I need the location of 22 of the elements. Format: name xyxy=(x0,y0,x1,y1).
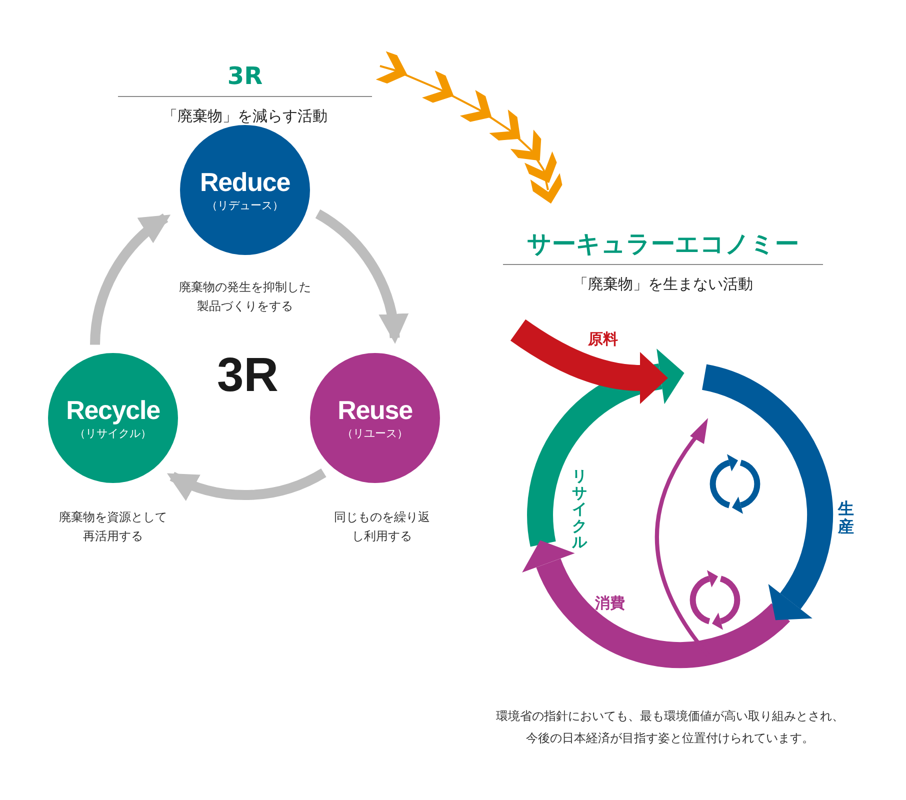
stage-name: Reuse xyxy=(338,394,412,426)
footnote: 環境省の指針においても、最も環境価値が高い取り組みとされ、今後の日本経済が目指す姿と位置付けられています。 xyxy=(495,708,845,747)
flow-label: リサイクル xyxy=(572,468,587,550)
stage-reading: （リサイクル） xyxy=(74,426,152,442)
flow-label: 消費 xyxy=(595,593,625,614)
section-subtitle: 「廃棄物」を減らす活動 xyxy=(162,106,328,127)
flow-label: 原料 xyxy=(588,329,618,350)
stage-reading: （リデュース） xyxy=(206,198,284,214)
cycle-arrow xyxy=(90,214,170,346)
center-title: 3R xyxy=(217,352,278,400)
stage-description: 同じものを繰り返し利用する xyxy=(333,509,431,546)
stage-name: Recycle xyxy=(66,394,160,426)
cycle-arrow xyxy=(166,468,326,500)
section-title: サーキュラーエコノミー xyxy=(503,228,823,265)
cycle-arrow xyxy=(315,210,408,344)
stage-description: 廃棄物を資源として再活用する xyxy=(58,509,168,546)
flow-label: 生産 xyxy=(838,500,854,536)
stage-description: 廃棄物の発生を抑制した製品づくりをする xyxy=(178,279,312,316)
section-title: 3R xyxy=(118,60,372,97)
section-subtitle: 「廃棄物」を生まない活動 xyxy=(573,274,753,295)
stage-name: Reduce xyxy=(200,166,290,198)
stage-reading: （リユース） xyxy=(342,426,408,442)
